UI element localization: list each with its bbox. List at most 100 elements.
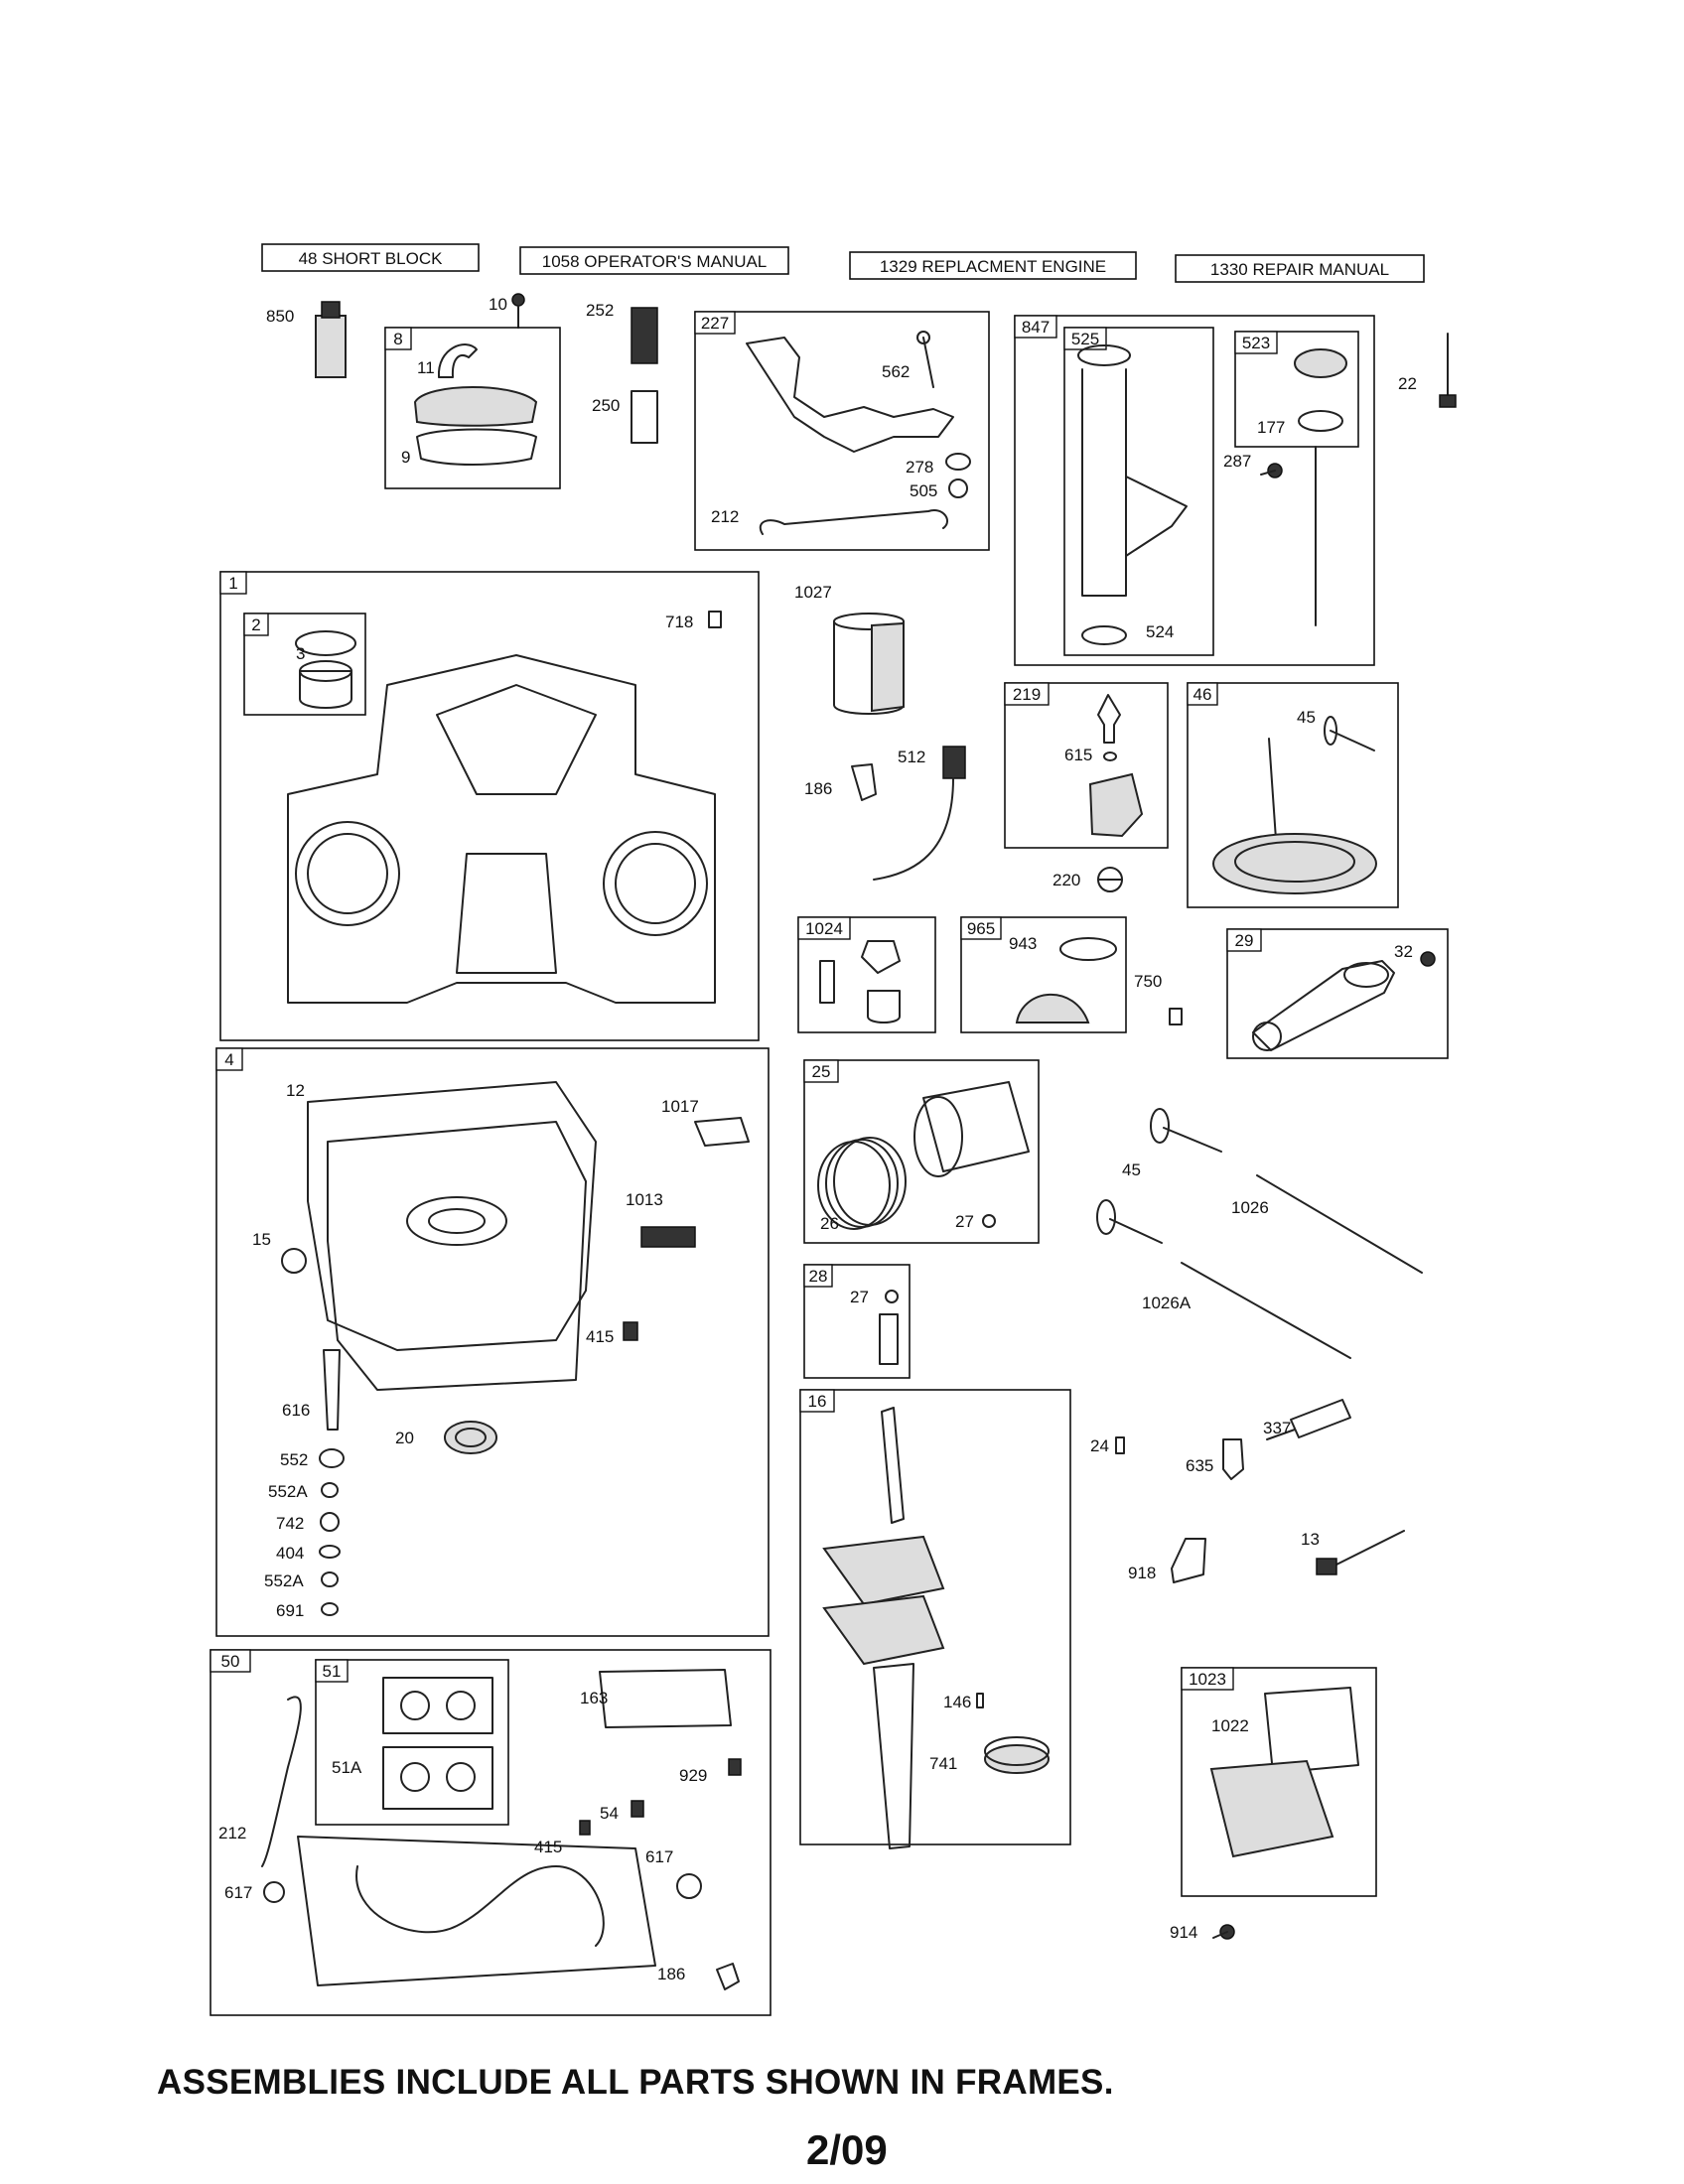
- label-212-top: 212: [711, 507, 739, 526]
- label-24: 24: [1090, 1436, 1109, 1455]
- label-415-cover: 415: [586, 1327, 614, 1346]
- part-1026A-valve: [1096, 1199, 1163, 1244]
- part-525-seal: [1077, 344, 1131, 366]
- frame-tag-50: 50: [221, 1652, 240, 1671]
- part-11-breather-tube: [437, 343, 478, 378]
- header-box-replacement-engine: 1329 REPLACMENT ENGINE: [849, 251, 1137, 280]
- part-552: [319, 1448, 345, 1468]
- frame-tag-29: 29: [1235, 931, 1254, 950]
- label-718: 718: [665, 613, 693, 631]
- label-186-top: 186: [804, 779, 832, 798]
- part-186-elbow: [851, 763, 877, 801]
- frame-1023: 1023: [1181, 1667, 1377, 1897]
- label-616: 616: [282, 1401, 310, 1420]
- label-1017: 1017: [661, 1097, 699, 1116]
- label-615: 615: [1064, 746, 1092, 764]
- label-918: 918: [1128, 1564, 1156, 1582]
- assemblies-note: ASSEMBLIES INCLUDE ALL PARTS SHOWN IN FR…: [157, 2063, 1114, 2102]
- part-15-plug: [281, 1248, 307, 1274]
- page-code: 2/09: [806, 2126, 888, 2173]
- frame-847: 847 525 523: [1014, 315, 1375, 666]
- label-1022: 1022: [1211, 1716, 1249, 1735]
- part-404-washer: [319, 1545, 341, 1559]
- label-252: 252: [586, 301, 614, 320]
- label-20: 20: [395, 1429, 414, 1447]
- frame-46: 46: [1187, 682, 1399, 908]
- part-2-bushing: [299, 670, 352, 709]
- part-1026A-pushrod: [1181, 1262, 1351, 1359]
- header-label-operators-manual: 1058 OPERATOR'S MANUAL: [542, 252, 768, 271]
- part-691-ring: [321, 1602, 339, 1616]
- part-525-dipstick-tube: [1081, 368, 1127, 597]
- part-252-filter: [631, 307, 658, 364]
- part-337-spark-plug: [1266, 1399, 1351, 1440]
- label-45-lower: 45: [1122, 1160, 1141, 1179]
- label-9: 9: [401, 448, 410, 467]
- label-26: 26: [820, 1214, 839, 1233]
- part-22-bolt: [1439, 333, 1457, 408]
- part-26-rings: [833, 1137, 907, 1226]
- header-label-repair-manual: 1330 REPAIR MANUAL: [1210, 260, 1389, 279]
- part-50-intake-manifold: [297, 1836, 656, 1986]
- label-741: 741: [929, 1754, 957, 1773]
- label-12: 12: [286, 1081, 305, 1100]
- frame-227: 227: [694, 311, 990, 551]
- label-27-piston: 27: [955, 1212, 974, 1231]
- part-562-pin: [922, 337, 934, 388]
- part-3-seal: [295, 630, 356, 656]
- label-1027: 1027: [794, 583, 832, 602]
- label-943: 943: [1009, 934, 1037, 953]
- label-617-left: 617: [224, 1883, 252, 1902]
- label-850: 850: [266, 307, 294, 326]
- label-552: 552: [280, 1450, 308, 1469]
- frame-tag-2: 2: [251, 615, 260, 634]
- part-24-dowel: [1115, 1436, 1125, 1454]
- label-13: 13: [1301, 1530, 1320, 1549]
- part-741-gear: [984, 1744, 1050, 1774]
- part-4-crankcase-cover: [327, 1121, 587, 1391]
- part-186-fitting: [716, 1963, 740, 1990]
- label-1026A: 1026A: [1142, 1294, 1192, 1312]
- part-13-bolt: [1316, 1530, 1405, 1575]
- label-562: 562: [882, 362, 910, 381]
- frame-tag-227: 227: [701, 314, 729, 333]
- label-691: 691: [276, 1601, 304, 1620]
- label-929: 929: [679, 1766, 707, 1785]
- frame-tag-46: 46: [1193, 685, 1212, 704]
- frame-219: 219: [1004, 682, 1169, 849]
- label-22: 22: [1398, 374, 1417, 393]
- part-415-screw: [623, 1321, 638, 1341]
- frame-25: 25: [803, 1059, 1040, 1244]
- frame-29: 29: [1226, 928, 1449, 1059]
- part-415-manifold-screw: [579, 1820, 591, 1836]
- frame-1024: 1024: [797, 916, 936, 1033]
- part-914-screw: [1212, 1924, 1235, 1940]
- part-25-piston: [922, 1081, 1030, 1172]
- part-635-fitting: [1222, 1438, 1244, 1480]
- part-523-dipstick-cap: [1294, 348, 1347, 378]
- part-850-sealant-tube: [315, 301, 347, 378]
- part-9-gasket: [416, 428, 537, 466]
- part-1022-gasket: [1264, 1687, 1359, 1774]
- part-505-nut: [948, 478, 968, 498]
- part-524-oring: [1081, 625, 1127, 645]
- part-16-crankshaft: [881, 1407, 905, 1524]
- label-278: 278: [906, 458, 933, 477]
- label-750: 750: [1134, 972, 1162, 991]
- part-220-washer: [1097, 867, 1123, 892]
- part-278-washer: [945, 453, 971, 471]
- part-1023-valve-cover: [1209, 1759, 1334, 1858]
- part-10-screw: [511, 293, 525, 329]
- part-27-clip: [982, 1214, 996, 1228]
- label-250: 250: [592, 396, 620, 415]
- part-177-oring: [1298, 410, 1343, 432]
- header-label-replacement-engine: 1329 REPLACMENT ENGINE: [880, 257, 1106, 276]
- part-250-plug: [631, 390, 658, 444]
- label-914: 914: [1170, 1923, 1197, 1942]
- frame-tag-847: 847: [1022, 318, 1050, 337]
- frame-tag-16: 16: [808, 1392, 827, 1411]
- part-12-gasket: [307, 1081, 597, 1351]
- part-943-gasket: [1059, 937, 1117, 961]
- frame-16: 16: [799, 1389, 1071, 1849]
- part-1027-oil-filter: [833, 613, 905, 715]
